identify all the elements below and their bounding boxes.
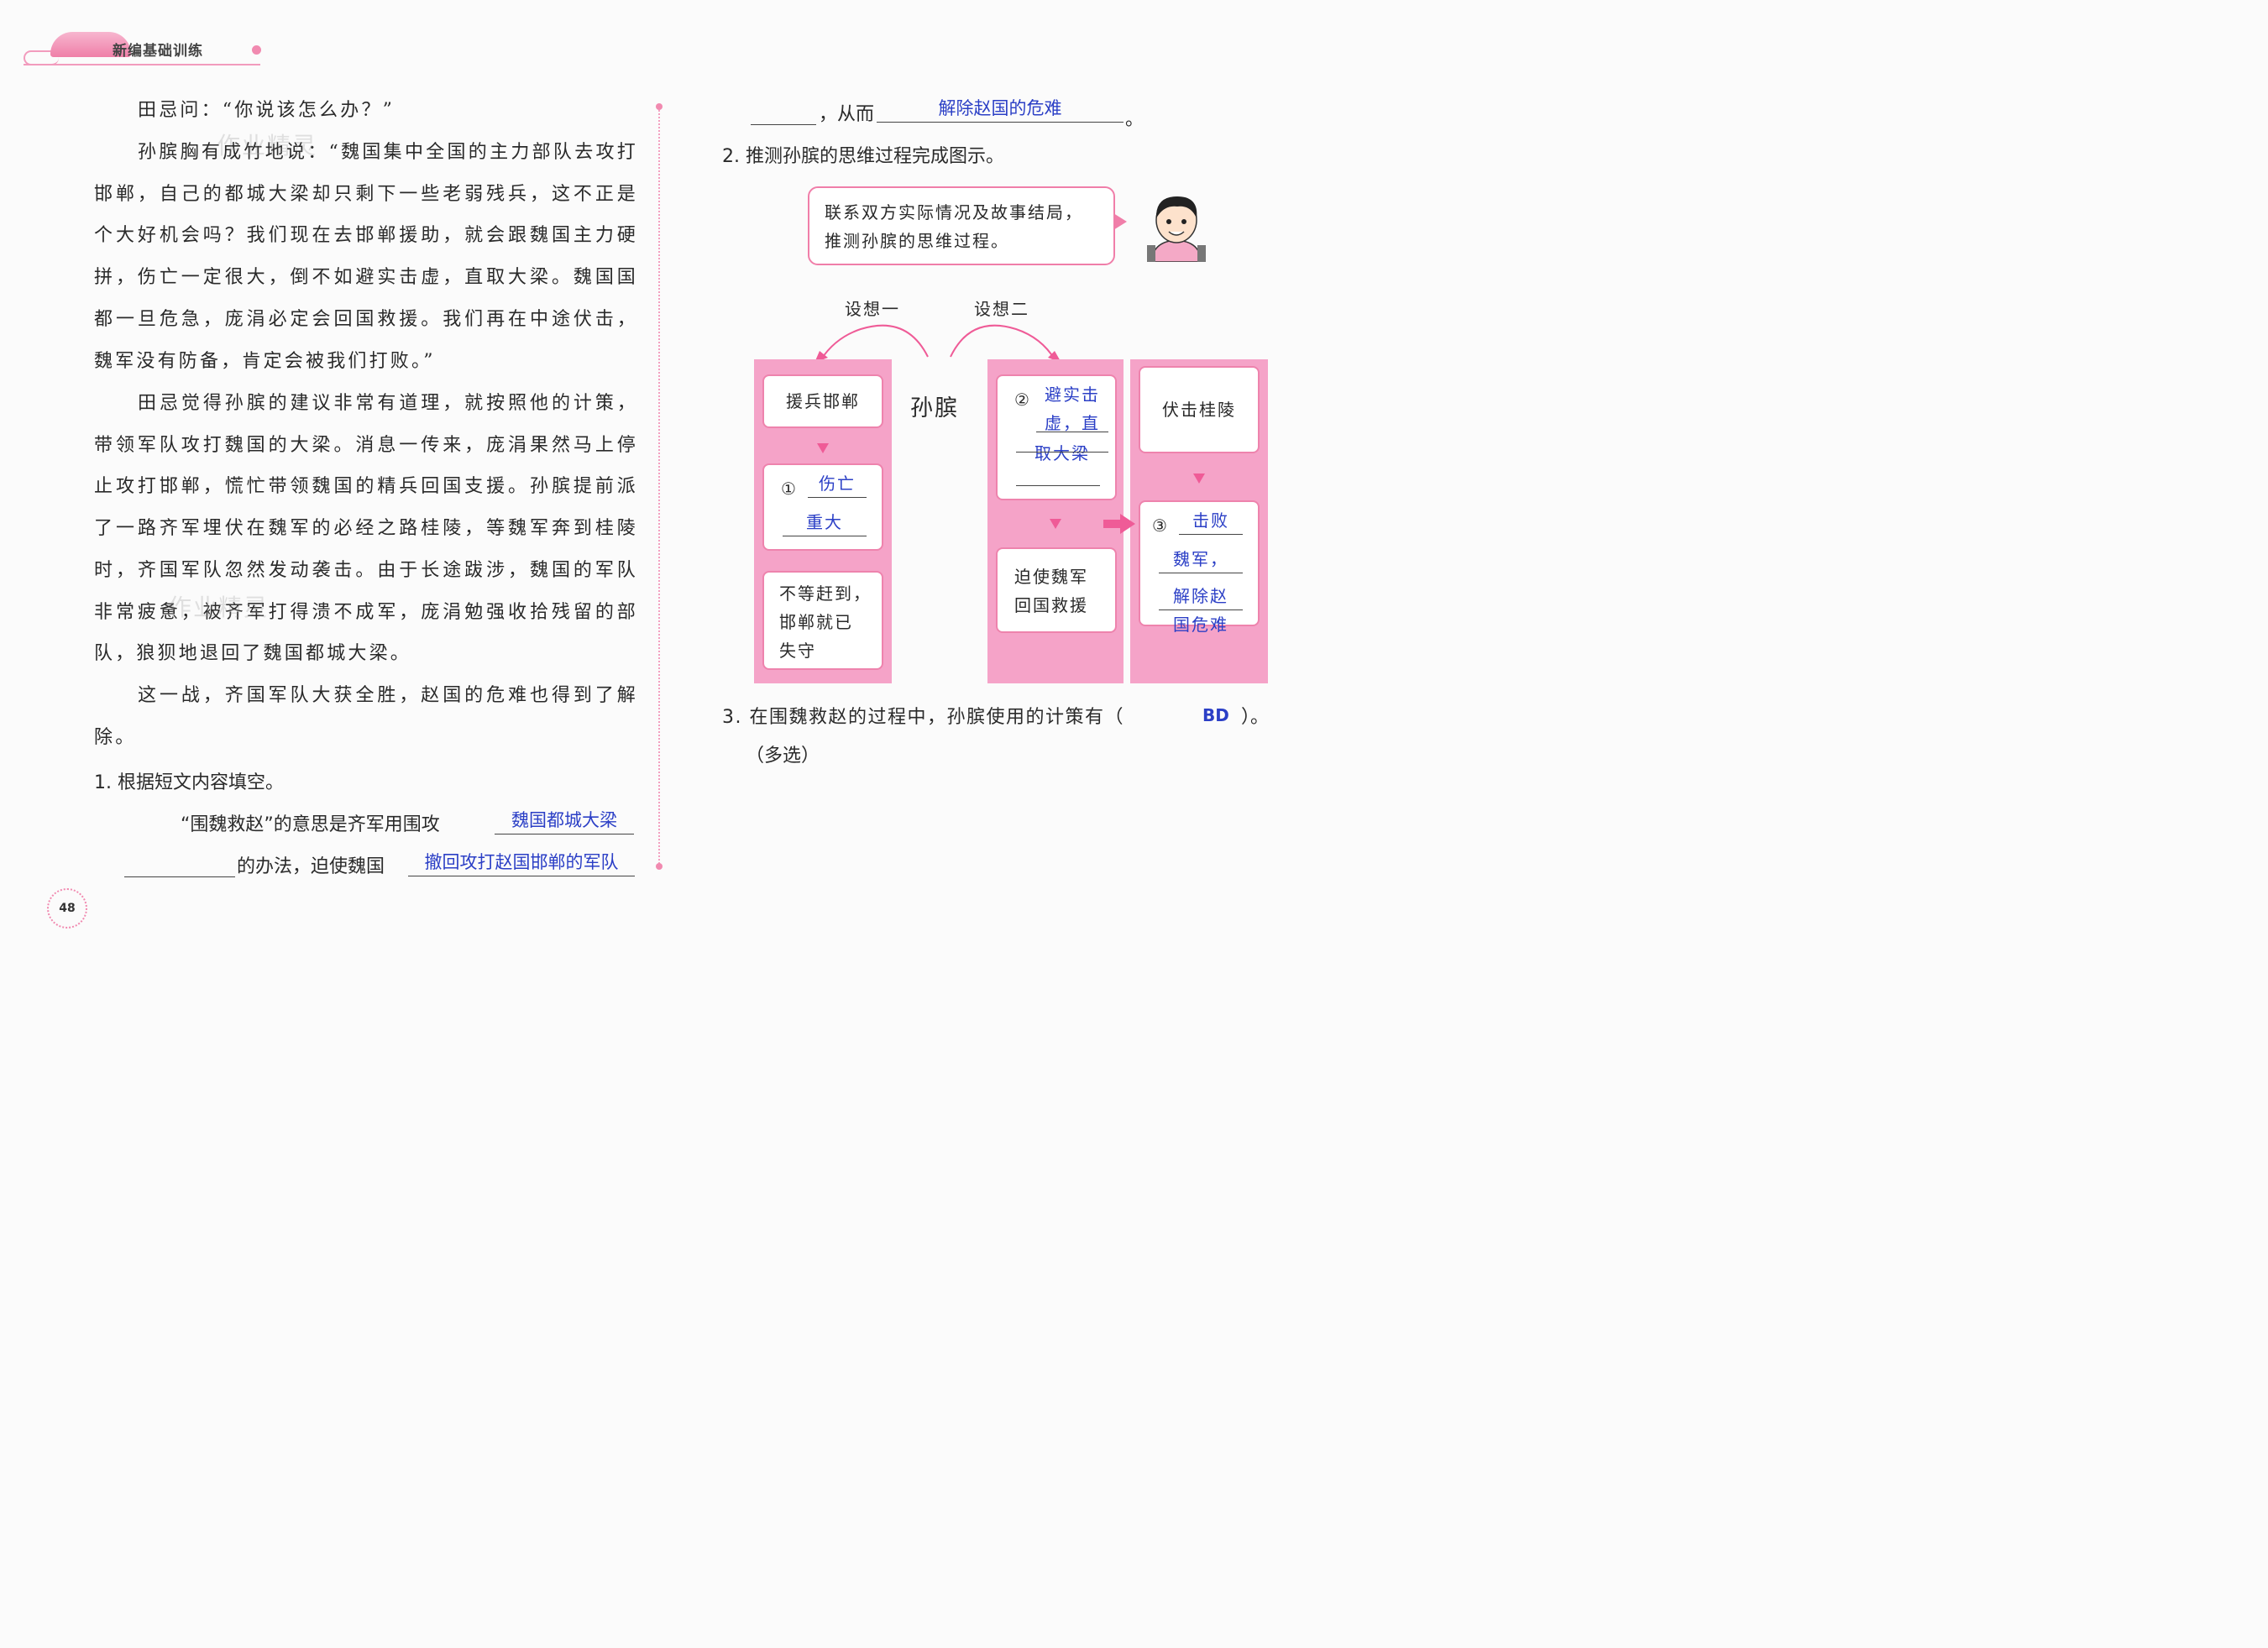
divider-dot (656, 103, 663, 110)
answer-blank-1[interactable]: 魏国都城大梁 (495, 807, 634, 834)
idea-2-label: 设想二 (974, 299, 1029, 319)
story-paragraph-2: 孙膑胸有成竹地说：“魏国集中全国的主力部队去攻打邯郸，自己的都城大梁却只剩下一些… (94, 142, 638, 372)
idea-1-label: 设想一 (845, 299, 900, 319)
answer-3b[interactable]: 魏军， (1173, 549, 1228, 569)
header-underline (24, 64, 260, 65)
down-arrow-icon (1050, 519, 1061, 529)
question-3-note: （多选） (746, 746, 820, 766)
box-line: 迫使魏军 (1014, 567, 1088, 587)
question-1-line1: “围魏救赵”的意思是齐军用围攻 (181, 814, 440, 835)
answer-1b[interactable]: 重大 (806, 512, 843, 532)
reinforce-handan-box: 援兵邯郸 (762, 374, 883, 428)
answer-blank-2[interactable]: 撤回攻打赵国邯郸的军队 (408, 849, 635, 876)
page-header: 新编基础训练 (24, 32, 263, 69)
story-paragraph-3: 田忌觉得孙膑的建议非常有道理，就按照他的计策，带领军队攻打魏国的大梁。消息一传来… (94, 393, 638, 665)
hint-line-2: 推测孙膑的思维过程。 (825, 231, 1009, 251)
marker-3: ③ (1152, 515, 1169, 536)
box-line: 不等赶到， (779, 583, 872, 604)
answer-2c[interactable]: 取大梁 (1034, 443, 1090, 463)
question-1-line2: 的办法，迫使魏国 (237, 856, 385, 877)
answer-2a[interactable]: 避实击 (1045, 385, 1100, 405)
question-1-end: 。 (1125, 109, 1144, 130)
down-arrow-icon (817, 443, 829, 453)
down-arrow-icon (1193, 473, 1205, 484)
blank-line (808, 497, 867, 498)
sun-bin-label: 孙膑 (910, 395, 959, 421)
header-ornament (50, 32, 131, 57)
strategy-box: ② 避实击 虚，直 取大梁 (996, 374, 1117, 500)
question-3-end: ）。 (1241, 707, 1270, 728)
story-paragraph-4: 这一战，齐国军队大获全胜，赵国的危难也得到了解除。 (94, 685, 638, 748)
answer-2b[interactable]: 虚，直 (1045, 413, 1100, 433)
answer-1a[interactable]: 伤亡 (819, 473, 856, 494)
header-dot (252, 45, 261, 55)
ambush-box: 伏击桂陵 (1139, 366, 1260, 453)
marker-1: ① (781, 479, 798, 499)
box-line: 回国救援 (1014, 595, 1088, 615)
blank-line (1159, 609, 1243, 610)
question-2-prompt: 2. 推测孙膑的思维过程完成图示。 (722, 146, 1004, 167)
watermark: 作业精灵 (217, 132, 318, 160)
right-arrow-icon (1103, 514, 1135, 534)
blank-line (1016, 485, 1100, 486)
force-return-box: 迫使魏军 回国救援 (996, 547, 1117, 633)
header-title: 新编基础训练 (113, 43, 203, 60)
question-1-prompt: 1. 根据短文内容填空。 (94, 772, 284, 793)
column-divider (658, 107, 660, 866)
story-paragraph-1: 田忌问：“你说该怎么办？” (138, 100, 395, 121)
handan-lost-box: 不等赶到， 邯郸就已 失守 (762, 571, 883, 670)
blank-line (1016, 452, 1108, 453)
watermark: 作业精灵 (168, 594, 270, 621)
hint-line-1: 联系双方实际情况及故事结局， (825, 202, 1083, 222)
blank-line (124, 876, 235, 877)
marker-2: ② (1014, 390, 1031, 410)
box-line: 失守 (779, 641, 816, 661)
hint-speech-bubble: 联系双方实际情况及故事结局， 推测孙膑的思维过程。 (808, 186, 1127, 265)
question-3-prompt: 3. 在围魏救赵的过程中，孙膑使用的计策有（ (722, 707, 1124, 728)
answer-blank-3[interactable]: 解除赵国的危难 (877, 95, 1124, 123)
answer-3c[interactable]: 解除赵 (1173, 586, 1228, 606)
casualty-box: ① 伤亡 重大 (762, 463, 883, 551)
boy-avatar-icon (1147, 196, 1206, 262)
question-1-line3: ，从而 (819, 104, 875, 125)
answer-3d[interactable]: 国危难 (1173, 615, 1228, 635)
page-number: 48 (47, 888, 87, 929)
workbook-page: 新编基础训练 田忌问：“你说该怎么办？” 孙膑胸有成竹地说：“魏国集中全国的主力… (0, 0, 1305, 948)
question-3-answer[interactable]: BD (1202, 705, 1229, 725)
victory-box: ③ 击败 魏军， 解除赵 国危难 (1139, 500, 1260, 635)
blank-line (751, 124, 816, 125)
answer-3a[interactable]: 击败 (1192, 510, 1229, 531)
divider-dot (656, 863, 663, 870)
blank-line (1179, 534, 1243, 535)
box-line: 邯郸就已 (779, 612, 853, 632)
